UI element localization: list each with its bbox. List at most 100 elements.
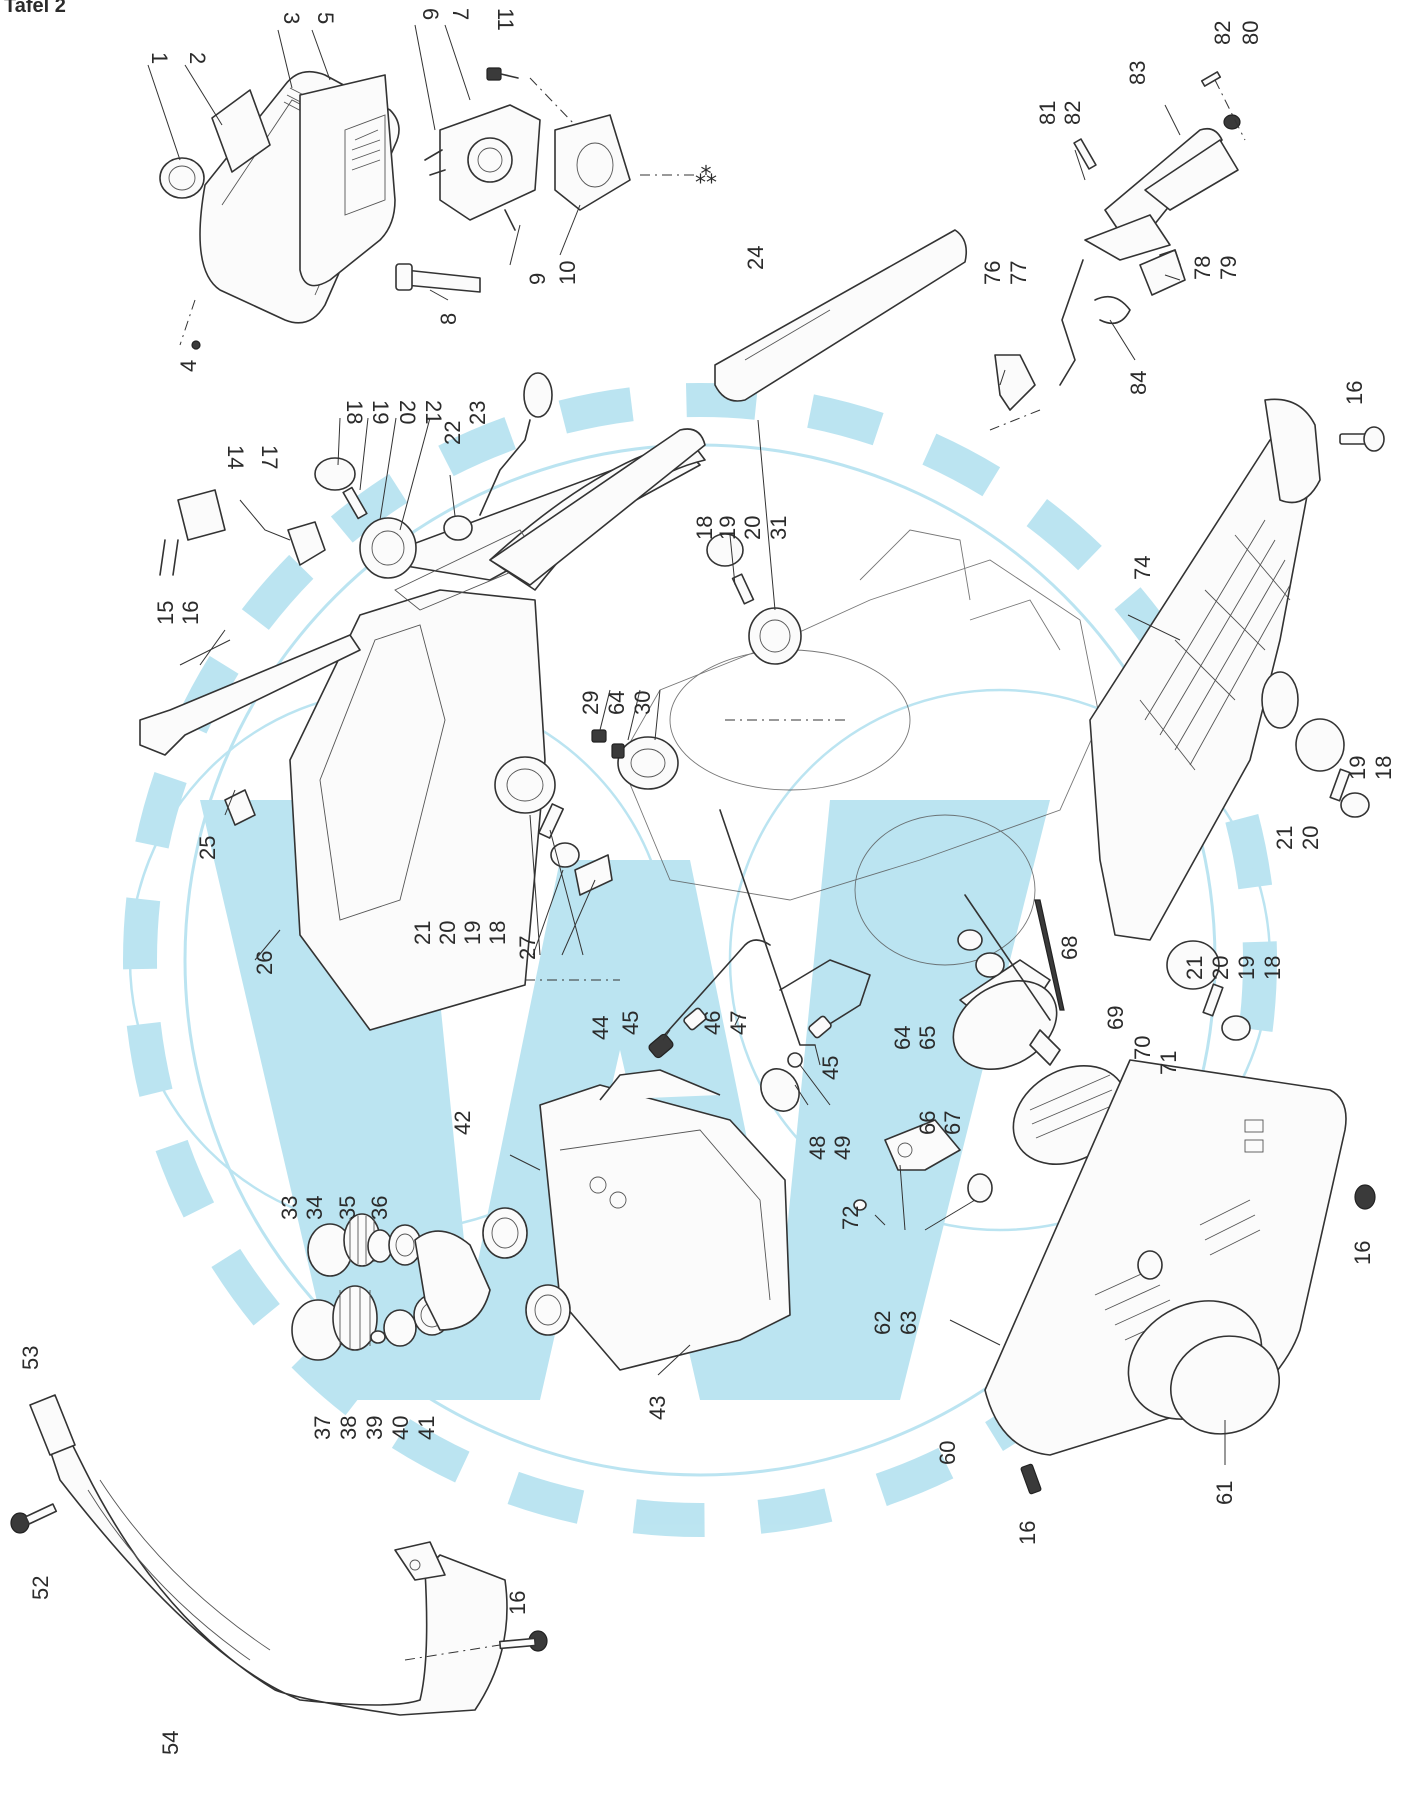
callout-30: 30 [630, 691, 655, 715]
callout-61: 61 [1212, 1481, 1237, 1505]
starter-cover-74 [1089, 398, 1321, 941]
callout-4: 4 [176, 360, 201, 372]
screw-8 [395, 263, 481, 293]
callout-65: 65 [915, 1026, 940, 1050]
vibration-damper-upper [314, 457, 417, 579]
callout-79: 79 [1216, 256, 1241, 280]
callout-41: 41 [414, 1416, 439, 1440]
callout-33: 33 [277, 1196, 302, 1220]
callout-84: 84 [1126, 371, 1151, 395]
callout-67: 67 [940, 1111, 965, 1135]
callout-83: 83 [1125, 61, 1150, 85]
callout-44: 44 [588, 1016, 613, 1040]
callout-16-d: 16 [1350, 1241, 1375, 1265]
vibration-damper-26 [494, 756, 613, 896]
callout-10: 10 [555, 261, 580, 285]
reference-mark: ⁂ [695, 163, 717, 188]
callout-17: 17 [257, 445, 282, 469]
callout-38: 38 [336, 1416, 361, 1440]
centerline [989, 409, 1041, 431]
linkage-77 [1059, 259, 1084, 386]
callout-19-e: 19 [1234, 956, 1259, 980]
nut-4 [191, 340, 201, 350]
callout-21-b: 21 [410, 921, 435, 945]
callout-76: 76 [980, 261, 1005, 285]
callout-27: 27 [515, 936, 540, 960]
callout-81: 81 [1035, 101, 1060, 125]
callout-49: 49 [830, 1136, 855, 1160]
callout-66: 66 [915, 1111, 940, 1135]
callout-52: 52 [28, 1576, 53, 1600]
choke-rod-23 [479, 372, 553, 516]
cover-label-plate [211, 89, 271, 173]
callout-24: 24 [743, 246, 768, 270]
callout-62: 62 [870, 1311, 895, 1335]
callout-20-d: 20 [1298, 826, 1323, 850]
callout-80: 80 [1238, 21, 1263, 45]
switch-14 [159, 489, 226, 576]
damper-lower-right [1166, 940, 1251, 1041]
callout-69: 69 [1103, 1006, 1128, 1030]
centerline [179, 299, 196, 346]
callout-60: 60 [935, 1441, 960, 1465]
callout-45-b: 45 [818, 1056, 843, 1080]
callout-labels: 1 2 3 5 6 7 11 4 8 9 10 18 19 20 21 22 2… [18, 8, 1396, 1755]
callout-6: 6 [418, 8, 443, 20]
callout-19-b: 19 [460, 921, 485, 945]
washer-72 [853, 1199, 867, 1211]
callout-22: 22 [440, 421, 465, 445]
callout-16-c: 16 [1015, 1521, 1040, 1545]
callout-20-b: 20 [435, 921, 460, 945]
front-handle-54 [49, 1439, 508, 1716]
starter-pawl-62 [884, 1119, 961, 1171]
callout-15: 15 [153, 601, 178, 625]
handle-grip-24 [714, 229, 968, 402]
callout-43: 43 [645, 1396, 670, 1420]
callout-64-b: 64 [890, 1026, 915, 1050]
callout-64-a: 64 [604, 691, 629, 715]
callout-8: 8 [436, 313, 461, 325]
callout-3: 3 [279, 12, 304, 24]
callout-18-d: 18 [1371, 756, 1396, 780]
callout-19-c: 19 [715, 516, 740, 540]
tank-42-43 [482, 1069, 791, 1371]
screw-16-top [1339, 426, 1385, 452]
callout-37: 37 [310, 1416, 335, 1440]
callout-34: 34 [302, 1196, 327, 1220]
callout-47: 47 [726, 1011, 751, 1035]
callout-77: 77 [1006, 261, 1031, 285]
callout-20-a: 20 [395, 400, 420, 424]
callout-18-c: 18 [692, 516, 717, 540]
callout-18-b: 18 [485, 921, 510, 945]
callout-16-b: 16 [505, 1591, 530, 1615]
callout-35: 35 [335, 1196, 360, 1220]
bracket-15 [139, 634, 361, 756]
callout-82-a: 82 [1060, 101, 1085, 125]
sleeve-53 [29, 1394, 76, 1456]
callout-18-a: 18 [342, 400, 367, 424]
starter-handle-61 [1169, 1335, 1281, 1435]
centerline [404, 1644, 501, 1661]
air-filter [299, 74, 396, 287]
callout-53: 53 [18, 1346, 43, 1370]
fan-cover-vents [1094, 1119, 1264, 1341]
callout-21-a: 21 [421, 400, 446, 424]
grommet-22 [443, 515, 473, 541]
pin-82 [1200, 71, 1222, 87]
callout-19-a: 19 [368, 400, 393, 424]
leader-lines [147, 24, 1226, 1465]
callout-5: 5 [313, 12, 338, 24]
callout-18-e: 18 [1260, 956, 1285, 980]
callout-16-a: 16 [178, 601, 203, 625]
damper-31 [706, 533, 802, 665]
handle-extension [489, 428, 706, 586]
callout-19-d: 19 [1345, 756, 1370, 780]
callout-1: 1 [147, 52, 172, 64]
cover-grille [1139, 519, 1291, 771]
oil-cap-33-36 [307, 1213, 422, 1277]
callout-23: 23 [465, 401, 490, 425]
callout-70: 70 [1130, 1036, 1155, 1060]
callout-48: 48 [805, 1136, 830, 1160]
